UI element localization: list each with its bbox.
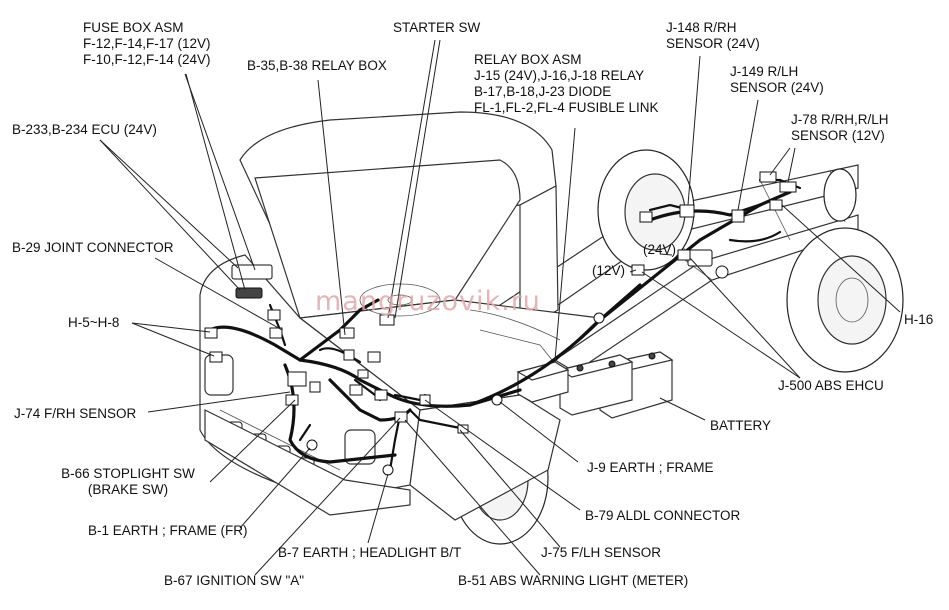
label-j149: J-149 R/LH SENSOR (24V): [730, 64, 824, 96]
label-fuse-box-line1: FUSE BOX ASM: [83, 20, 184, 35]
label-j9: J-9 EARTH ; FRAME: [587, 460, 714, 475]
label-j148: J-148 R/RH SENSOR (24V): [666, 20, 760, 52]
label-b233: B-233,B-234 ECU (24V): [12, 122, 157, 137]
connectors: [204, 171, 797, 476]
label-b29: B-29 JOINT CONNECTOR: [12, 240, 174, 255]
rear-left-wheel: [786, 227, 904, 373]
label-b66: B-66 STOPLIGHT SW (BRAKE SW): [42, 466, 214, 498]
label-fuse-box: FUSE BOX ASM F-12,F-14,F-17 (12V) F-10,F…: [83, 20, 211, 68]
label-relay-box-asm-line4: FL-1,FL-2,FL-4 FUSIBLE LINK: [474, 100, 659, 115]
leader-lines: [99, 39, 901, 576]
truck-cab: [199, 111, 602, 521]
battery: [558, 351, 674, 419]
label-j149-line1: J-149 R/LH: [730, 64, 799, 79]
rear-right-wheel: [597, 149, 695, 271]
label-h5-h8: H-5~H-8: [68, 315, 120, 330]
label-j78-line1: J-78 R/RH,R/LH: [791, 112, 889, 127]
label-relay-box-asm-line3: B-17,B-18,J-23 DIODE: [474, 84, 612, 99]
label-fuse-box-line3: F-10,F-12,F-14 (24V): [83, 52, 211, 67]
headlights: [204, 354, 376, 465]
label-voltage-24v: (24V): [643, 242, 677, 257]
label-j149-line2: SENSOR (24V): [730, 80, 824, 95]
label-fuse-box-line2: F-12,F-14,F-17 (12V): [83, 36, 211, 51]
label-b66-line1: B-66 STOPLIGHT SW: [61, 466, 195, 481]
label-b7: B-7 EARTH ; HEADLIGHT B/T: [278, 545, 462, 560]
label-b66-line2: (BRAKE SW): [87, 482, 169, 497]
label-j148-line1: J-148 R/RH: [666, 20, 737, 35]
label-starter-sw: STARTER SW: [393, 20, 481, 35]
label-j74: J-74 F/RH SENSOR: [14, 406, 137, 421]
label-relay-box-asm-line1: RELAY BOX ASM: [474, 52, 582, 67]
label-b67: B-67 IGNITION SW "A": [164, 573, 305, 588]
label-j148-line2: SENSOR (24V): [666, 36, 760, 51]
label-b51: B-51 ABS WARNING LIGHT (METER): [458, 573, 689, 588]
label-j78-line2: SENSOR (12V): [791, 128, 885, 143]
label-relay-box-asm: RELAY BOX ASM J-15 (24V),J-16,J-18 RELAY…: [474, 52, 659, 116]
label-h16: H-16: [904, 312, 934, 327]
label-j78: J-78 R/RH,R/LH SENSOR (12V): [791, 112, 889, 144]
truck-drawing: [199, 111, 904, 545]
label-b1: B-1 EARTH ; FRAME (FR): [88, 523, 248, 538]
label-battery: BATTERY: [710, 418, 772, 433]
label-voltage-12v: (12V): [592, 263, 626, 278]
label-relay-box-asm-line2: J-15 (24V),J-16,J-18 RELAY: [474, 68, 645, 83]
label-j500: J-500 ABS EHCU: [778, 378, 884, 393]
label-relay-box-b35: B-35,B-38 RELAY BOX: [247, 58, 387, 73]
watermark-text: mangruzovik.ru: [315, 286, 541, 317]
rear-wheel-upper: [823, 168, 857, 222]
label-b79: B-79 ALDL CONNECTOR: [585, 508, 741, 523]
label-j75: J-75 F/LH SENSOR: [541, 545, 662, 560]
